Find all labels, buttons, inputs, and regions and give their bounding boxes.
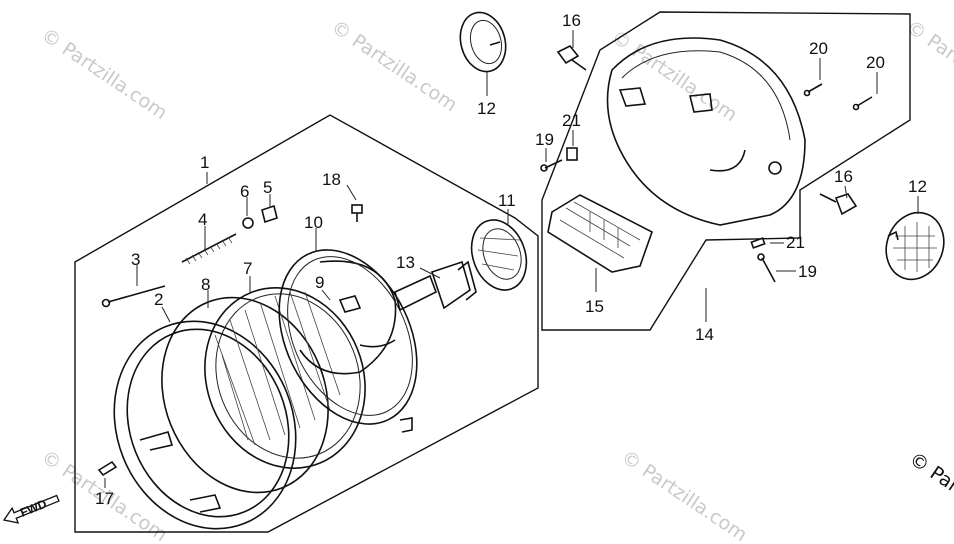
callout-16-top: 16 [562, 11, 581, 30]
mount-bolt-top [556, 44, 587, 71]
bolt-19-right [757, 253, 776, 283]
adjusting-screw [101, 285, 166, 308]
callout-1: 1 [200, 153, 209, 172]
callout-12-top: 12 [477, 99, 496, 118]
watermark: © Partzilla.com [37, 24, 171, 124]
headlight-bulb [394, 260, 477, 312]
screw-17 [97, 460, 118, 477]
callout-labels: 1 2 3 4 5 6 7 8 9 10 11 12 12 13 14 15 1… [95, 11, 927, 508]
headlight-case [606, 37, 806, 226]
callout-11: 11 [498, 191, 516, 210]
callout-20-left: 20 [809, 39, 828, 58]
headlight-reflector-housing [299, 260, 397, 375]
mount-bolt-right [819, 193, 858, 216]
callout-6: 6 [240, 182, 249, 201]
screw-20-right [852, 96, 873, 111]
leader-lines [104, 30, 919, 488]
headlight-lens-unit [204, 287, 366, 469]
callout-4: 4 [198, 210, 207, 229]
callout-21-right: 21 [786, 233, 805, 252]
watermark: © Partzilla.com [327, 16, 461, 116]
callout-13: 13 [396, 253, 415, 272]
callout-2: 2 [154, 290, 163, 309]
callout-21-top: 21 [562, 111, 581, 130]
screw-20-left [803, 83, 823, 97]
callout-3: 3 [131, 250, 140, 269]
collar-right [750, 237, 766, 249]
adjusting-spring [181, 233, 237, 265]
retaining-ring [278, 249, 418, 433]
callout-16-right: 16 [834, 167, 853, 186]
callout-7: 7 [243, 259, 252, 278]
callout-12-right: 12 [908, 177, 927, 196]
callout-9: 9 [315, 273, 324, 292]
callout-14: 14 [695, 325, 714, 344]
blind-cap-right [885, 211, 945, 281]
blind-cap-top [459, 11, 507, 73]
adjusting-nut [242, 217, 254, 229]
watermark-corner: © Par [905, 448, 954, 497]
screw-18 [351, 204, 363, 222]
bolt-19-top [540, 159, 563, 172]
callout-8: 8 [201, 275, 210, 294]
watermark: © Partzilla.com [617, 446, 751, 544]
fwd-label: FWD [18, 496, 49, 519]
callout-15: 15 [585, 297, 604, 316]
wire-connector-block [547, 194, 653, 273]
callout-20-right: 20 [866, 53, 885, 72]
collar-top [566, 147, 578, 161]
callout-5: 5 [263, 178, 272, 197]
callout-18: 18 [322, 170, 341, 189]
forward-direction-arrow: FWD [2, 494, 60, 524]
callout-19-top: 19 [535, 130, 554, 149]
callout-17: 17 [95, 489, 114, 508]
callout-10: 10 [304, 213, 323, 232]
adjusting-clip [261, 204, 278, 224]
case-assembly-outline [541, 11, 911, 331]
callout-19-right: 19 [798, 262, 817, 281]
headlight-assembly-outline [74, 114, 539, 533]
bulb-socket [470, 219, 528, 291]
